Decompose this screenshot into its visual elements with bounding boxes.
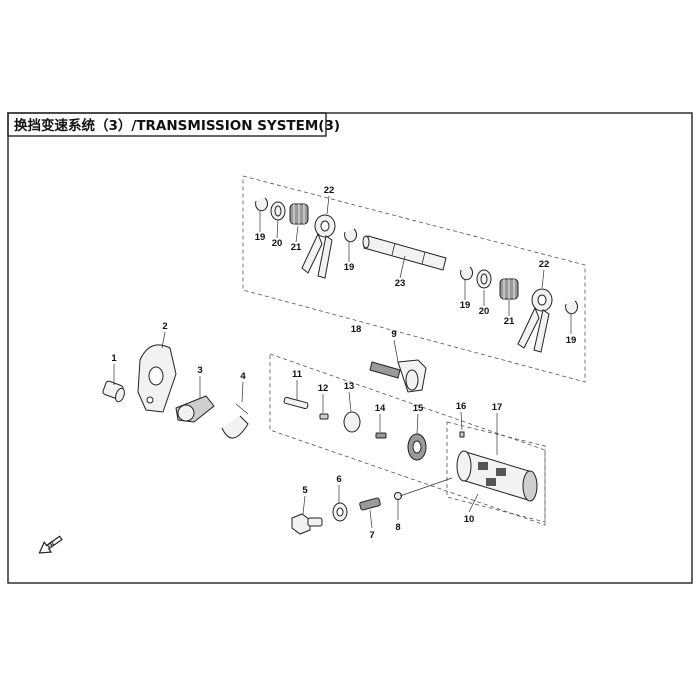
callout-22-left: 22: [324, 185, 335, 196]
callout-10: 10: [464, 514, 475, 525]
front-direction-arrow-icon: FR: [38, 535, 63, 554]
bolt-part-5: [291, 513, 323, 535]
snap-ring-mid: [344, 228, 358, 243]
callout-18: 18: [351, 324, 362, 335]
callout-8: 8: [395, 522, 400, 533]
bolt-part-11: [283, 396, 309, 410]
drum-sub-assembly-box: [446, 421, 546, 523]
callout-19-c: 19: [460, 300, 471, 311]
shift-drum-assembly-box: [269, 353, 546, 526]
diagram-title: 换挡变速系统（3）/TRANSMISSION SYSTEM(3): [14, 117, 340, 134]
callout-19-a: 19: [255, 232, 266, 243]
callout-13: 13: [344, 381, 355, 392]
diagram-frame: [7, 112, 693, 584]
callout-labels: 22 22 19 20 21 19 23 19 20 21 19 18 1 2 …: [111, 185, 576, 541]
shift-fork-left: [301, 214, 336, 279]
cam-part-15: [407, 433, 427, 461]
title-box: [7, 112, 327, 137]
ball-part-8: [394, 492, 402, 500]
upper-fork-group: [255, 197, 579, 353]
shift-fork-shaft: [362, 235, 447, 271]
callout-4: 4: [240, 371, 246, 382]
front-marker-label: FR: [47, 541, 56, 550]
pin-part-12: [319, 413, 329, 420]
callout-9: 9: [391, 329, 396, 340]
spring-part-4: [221, 403, 249, 439]
spring-part-7: [359, 497, 381, 511]
shift-fork-right: [517, 288, 553, 353]
callout-7: 7: [369, 530, 374, 541]
snap-ring-left-upper: [255, 197, 269, 212]
stopper-arm-part-3: [175, 395, 215, 423]
stopper-plate-part-2: [137, 344, 177, 413]
shift-fork-assembly-box: [242, 175, 586, 383]
callout-3: 3: [197, 365, 202, 376]
callout-12: 12: [318, 383, 329, 394]
plate-part-13: [343, 411, 361, 433]
callout-11: 11: [292, 369, 303, 380]
callout-1: 1: [111, 353, 117, 364]
callout-16: 16: [456, 401, 467, 412]
callout-15: 15: [413, 403, 424, 414]
callout-21-right: 21: [504, 316, 515, 327]
callout-22-right: 22: [539, 259, 550, 270]
callout-14: 14: [375, 403, 386, 414]
drum-assembly-group: [283, 359, 538, 535]
snap-ring-right-mid: [460, 266, 474, 281]
snap-ring-right-end: [565, 300, 579, 315]
callout-23: 23: [395, 278, 406, 289]
callout-19-d: 19: [566, 335, 577, 346]
shift-drum-part-10: [456, 450, 538, 502]
callout-20-left: 20: [272, 238, 283, 249]
pin-part-1: [102, 380, 125, 403]
callout-6: 6: [336, 474, 341, 485]
leader-lines: [113, 195, 572, 529]
shift-shaft-part-9: [369, 359, 427, 393]
callout-5: 5: [302, 485, 308, 496]
pin-part-14: [375, 432, 387, 439]
callout-2: 2: [162, 321, 167, 332]
left-parts-group: [102, 344, 249, 439]
callout-17: 17: [492, 402, 503, 413]
callout-19-b: 19: [344, 262, 355, 273]
callout-21-left: 21: [291, 242, 302, 253]
callout-20-right: 20: [479, 306, 490, 317]
pin-part-16: [459, 431, 465, 438]
